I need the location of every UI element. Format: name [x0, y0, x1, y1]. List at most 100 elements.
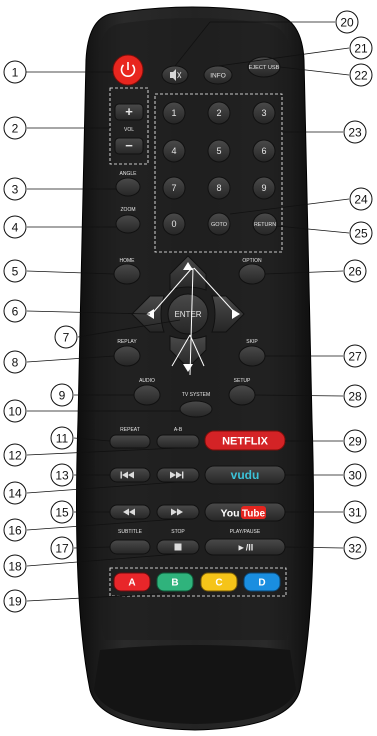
zoom-button[interactable]: [115, 214, 141, 234]
callout-4: 4: [3, 215, 27, 239]
mute-button[interactable]: [161, 65, 189, 85]
digit-label-2: 2: [216, 108, 221, 118]
leader-12: [26, 447, 179, 456]
callout-6: 6: [3, 299, 27, 323]
digit-button-9[interactable]: 9: [252, 176, 276, 200]
vol-minus-button[interactable]: −: [114, 137, 144, 155]
callout-30: 30: [343, 463, 367, 487]
mute-icon: [170, 69, 182, 81]
color-key-b[interactable]: B: [156, 572, 194, 592]
callout-number: 2: [12, 122, 19, 136]
play-pause-button[interactable]: ►/II: [204, 538, 286, 556]
skip-button[interactable]: [238, 345, 266, 367]
arrow-down-icon: [183, 364, 193, 372]
callout-number: 29: [348, 435, 362, 449]
leader-25: [276, 225, 350, 234]
callout-number: 8: [12, 356, 19, 370]
info-button[interactable]: INFO: [203, 65, 233, 85]
digit-button-1[interactable]: 1: [162, 101, 186, 125]
callout-24: 24: [349, 187, 373, 211]
vudu-button[interactable]: vudu: [204, 465, 286, 485]
goto-button[interactable]: GOTO: [207, 212, 231, 236]
skip-label: SKIP: [246, 339, 258, 345]
callout-9: 9: [50, 383, 74, 407]
youtube-you-label: You: [220, 508, 239, 520]
return-button[interactable]: RETURN: [252, 212, 278, 236]
digit-label-0: 0: [171, 219, 176, 229]
dpad-right-button[interactable]: [211, 295, 245, 333]
callout-number: 9: [59, 389, 66, 403]
arrow-right-icon: [232, 309, 240, 319]
callout-number: 24: [354, 193, 368, 207]
power-button[interactable]: [112, 54, 144, 86]
leader-21: [217, 47, 350, 67]
digit-label-8: 8: [216, 183, 221, 193]
replay-button[interactable]: [113, 345, 141, 367]
setup-label: SETUP: [234, 378, 251, 384]
digit-button-0[interactable]: 0: [162, 212, 186, 236]
dashed-groups: [109, 87, 287, 597]
subtitle-button[interactable]: [109, 539, 151, 555]
vol-plus-glyph: +: [125, 104, 133, 119]
color-key-c[interactable]: C: [200, 572, 238, 592]
digit-button-5[interactable]: 5: [207, 139, 231, 163]
digit-button-2[interactable]: 2: [207, 101, 231, 125]
enter-label: ENTER: [174, 310, 201, 319]
fast-forward-button[interactable]: [156, 504, 200, 520]
arrow-line-down-left: [171, 334, 191, 367]
leader-5: [26, 270, 115, 275]
digit-label-3: 3: [261, 108, 266, 118]
return-label: RETURN: [254, 222, 276, 228]
dpad-down-button[interactable]: [169, 335, 207, 369]
audio-button[interactable]: [133, 384, 161, 406]
callout-number: 10: [8, 405, 22, 419]
callout-7: 7: [54, 325, 78, 349]
color-key-d-label: D: [258, 578, 265, 589]
callout-23: 23: [343, 120, 367, 144]
youtube-button[interactable]: You Tube: [204, 502, 286, 522]
fast-forward-icon: [171, 508, 183, 516]
callout-20: 20: [335, 10, 359, 34]
digit-button-3[interactable]: 3: [252, 101, 276, 125]
color-keys-outline: [109, 567, 287, 597]
digit-button-7[interactable]: 7: [162, 176, 186, 200]
callout-2: 2: [3, 116, 27, 140]
repeat-button[interactable]: [109, 434, 151, 449]
previous-button[interactable]: [109, 467, 151, 483]
leader-22: [279, 66, 350, 76]
digit-button-4[interactable]: 4: [162, 139, 186, 163]
callout-32: 32: [343, 536, 367, 560]
stop-button[interactable]: [156, 539, 200, 555]
color-key-d[interactable]: D: [243, 572, 281, 592]
angle-button[interactable]: [115, 177, 141, 197]
color-key-a[interactable]: A: [113, 572, 151, 592]
callout-27: 27: [343, 344, 367, 368]
enter-button[interactable]: ENTER: [167, 293, 209, 335]
zoom-label: ZOOM: [121, 207, 136, 213]
ab-button[interactable]: [156, 434, 200, 449]
next-button[interactable]: [156, 467, 200, 483]
angle-label: ANGLE: [120, 171, 138, 177]
callout-12: 12: [3, 443, 27, 467]
digit-button-8[interactable]: 8: [207, 176, 231, 200]
numpad-group-outline: [154, 93, 283, 253]
leader-8: [26, 355, 115, 363]
setup-button[interactable]: [228, 384, 256, 406]
callout-number: 26: [348, 265, 362, 279]
digit-button-6[interactable]: 6: [252, 139, 276, 163]
callout-3: 3: [3, 177, 27, 201]
arrow-up-icon: [183, 262, 193, 270]
callout-11: 11: [50, 426, 74, 450]
option-button[interactable]: [238, 263, 266, 285]
netflix-button-shape: [204, 430, 286, 451]
rewind-button[interactable]: [109, 504, 151, 520]
callout-19: 19: [3, 589, 27, 613]
callout-number: 18: [8, 560, 22, 574]
goto-label: GOTO: [211, 222, 228, 228]
home-button[interactable]: [113, 263, 141, 285]
netflix-button[interactable]: NETFLIX: [204, 430, 286, 451]
vol-plus-button[interactable]: +: [114, 103, 144, 121]
callout-number: 30: [348, 469, 362, 483]
tv-system-button[interactable]: [179, 400, 213, 418]
